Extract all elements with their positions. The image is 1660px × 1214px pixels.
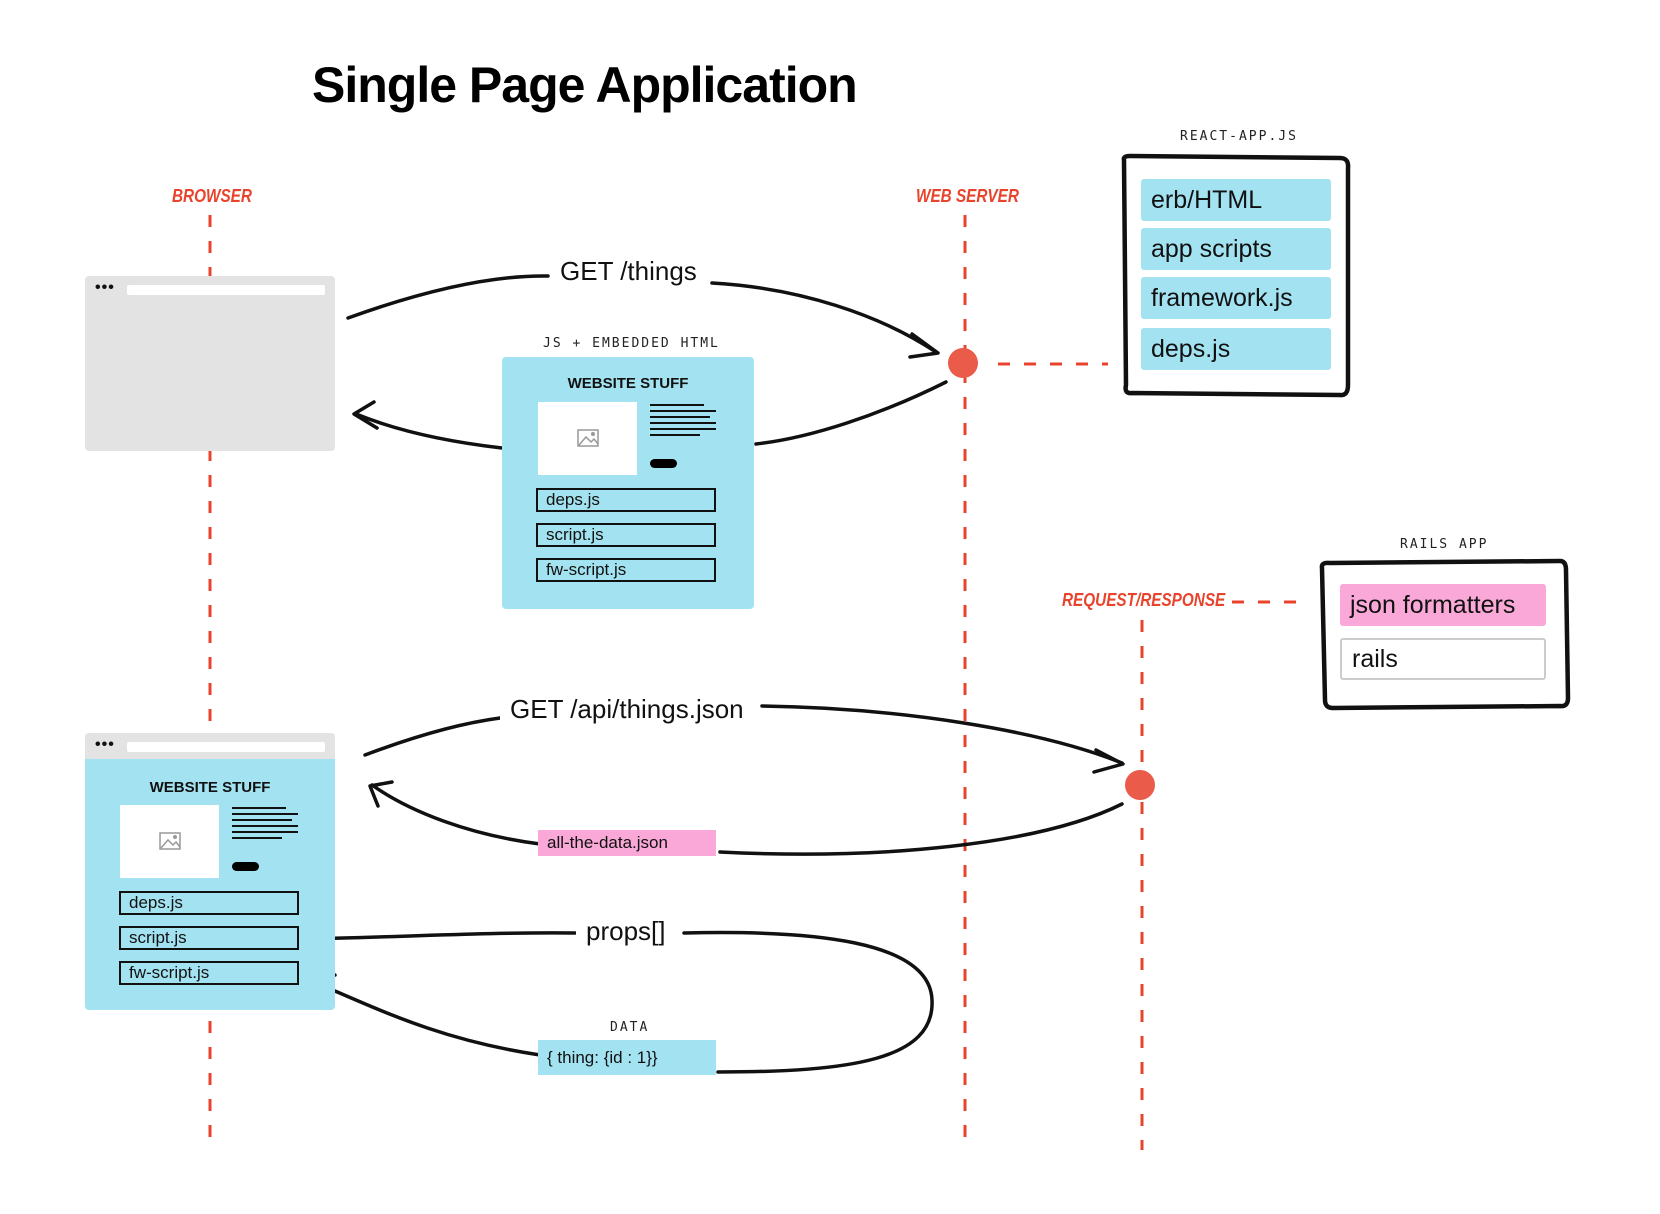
response-arrowhead — [352, 400, 379, 430]
request-response-node — [1125, 770, 1155, 800]
image-icon — [159, 832, 181, 850]
file-fw-script-js: fw-script.js — [536, 558, 716, 582]
stack-item-json-formatters: json formatters — [1340, 584, 1546, 626]
api-arrow-left — [363, 716, 502, 757]
website-stuff-card: WEBSITE STUFF deps.js script.js fw-scrip… — [502, 357, 754, 609]
image-placeholder — [538, 402, 637, 475]
window-dots-icon: ••• — [95, 736, 115, 753]
text-lines-graphic — [650, 404, 716, 440]
file-script-js: script.js — [536, 523, 716, 547]
stack-item-framework-js: framework.js — [1141, 277, 1331, 319]
rails-app-frame — [1319, 558, 1571, 711]
website-stuff-title: WEBSITE STUFF — [567, 375, 689, 392]
stack-item-erb-html: erb/HTML — [1141, 179, 1331, 221]
address-bar — [127, 742, 325, 752]
file-fw-script-js: fw-script.js — [119, 961, 299, 985]
payload-data-value: { thing: {id : 1}} — [538, 1040, 716, 1075]
response-arrow-left — [354, 412, 504, 450]
browser-titlebar: ••• — [85, 276, 335, 302]
payload-all-the-data-json: all-the-data.json — [538, 830, 716, 856]
caption-js-embedded-html: JS + EMBEDDED HTML — [543, 336, 720, 351]
caption-react-app: REACT-APP.JS — [1180, 129, 1298, 144]
web-server-node — [948, 348, 978, 378]
file-deps-js: deps.js — [119, 891, 299, 915]
file-deps-js: deps.js — [536, 488, 716, 512]
data-return-arrow-right — [718, 802, 1124, 856]
data-return-arrowhead — [368, 780, 394, 808]
text-lines-graphic — [232, 807, 298, 843]
message-get-things: GET /things — [550, 256, 707, 287]
browser-titlebar: ••• — [85, 733, 335, 759]
data-return-arrow-left — [370, 783, 542, 846]
file-script-js: script.js — [119, 926, 299, 950]
react-app-frame — [1121, 153, 1351, 398]
image-placeholder — [120, 805, 219, 878]
get-things-arrow-left — [346, 274, 550, 320]
lane-label-request-response: REQUEST/RESPONSE — [1062, 590, 1226, 610]
browser-window-empty: ••• — [85, 276, 335, 451]
address-bar — [127, 285, 325, 295]
window-dots-icon: ••• — [95, 279, 115, 296]
image-icon — [577, 429, 599, 447]
stack-item-app-scripts: app scripts — [1141, 228, 1331, 270]
api-arrow-right — [760, 704, 1124, 765]
message-props: props[] — [576, 916, 676, 947]
page-title: Single Page Application — [312, 57, 858, 113]
stack-item-deps-js: deps.js — [1141, 328, 1331, 370]
caption-rails-app: RAILS APP — [1400, 537, 1489, 552]
props-loop — [682, 930, 934, 1074]
stack-item-rails: rails — [1340, 638, 1546, 680]
props-loop-left — [312, 980, 542, 1057]
lane-label-browser: BROWSER — [172, 186, 252, 206]
button-graphic — [650, 459, 677, 468]
props-arrow-left — [304, 931, 577, 941]
button-graphic — [232, 862, 259, 871]
caption-data: DATA — [610, 1020, 650, 1035]
response-arrow-right — [754, 380, 948, 446]
get-things-arrow-right — [710, 281, 938, 354]
lane-label-web-server: WEB SERVER — [916, 186, 1019, 206]
browser-window-app: ••• WEBSITE STUFF deps.js script.js fw-s… — [85, 733, 335, 1010]
get-things-arrowhead — [908, 332, 940, 359]
website-stuff-title: WEBSITE STUFF — [149, 779, 271, 796]
api-arrowhead — [1092, 748, 1125, 774]
message-get-api-things: GET /api/things.json — [500, 694, 754, 725]
